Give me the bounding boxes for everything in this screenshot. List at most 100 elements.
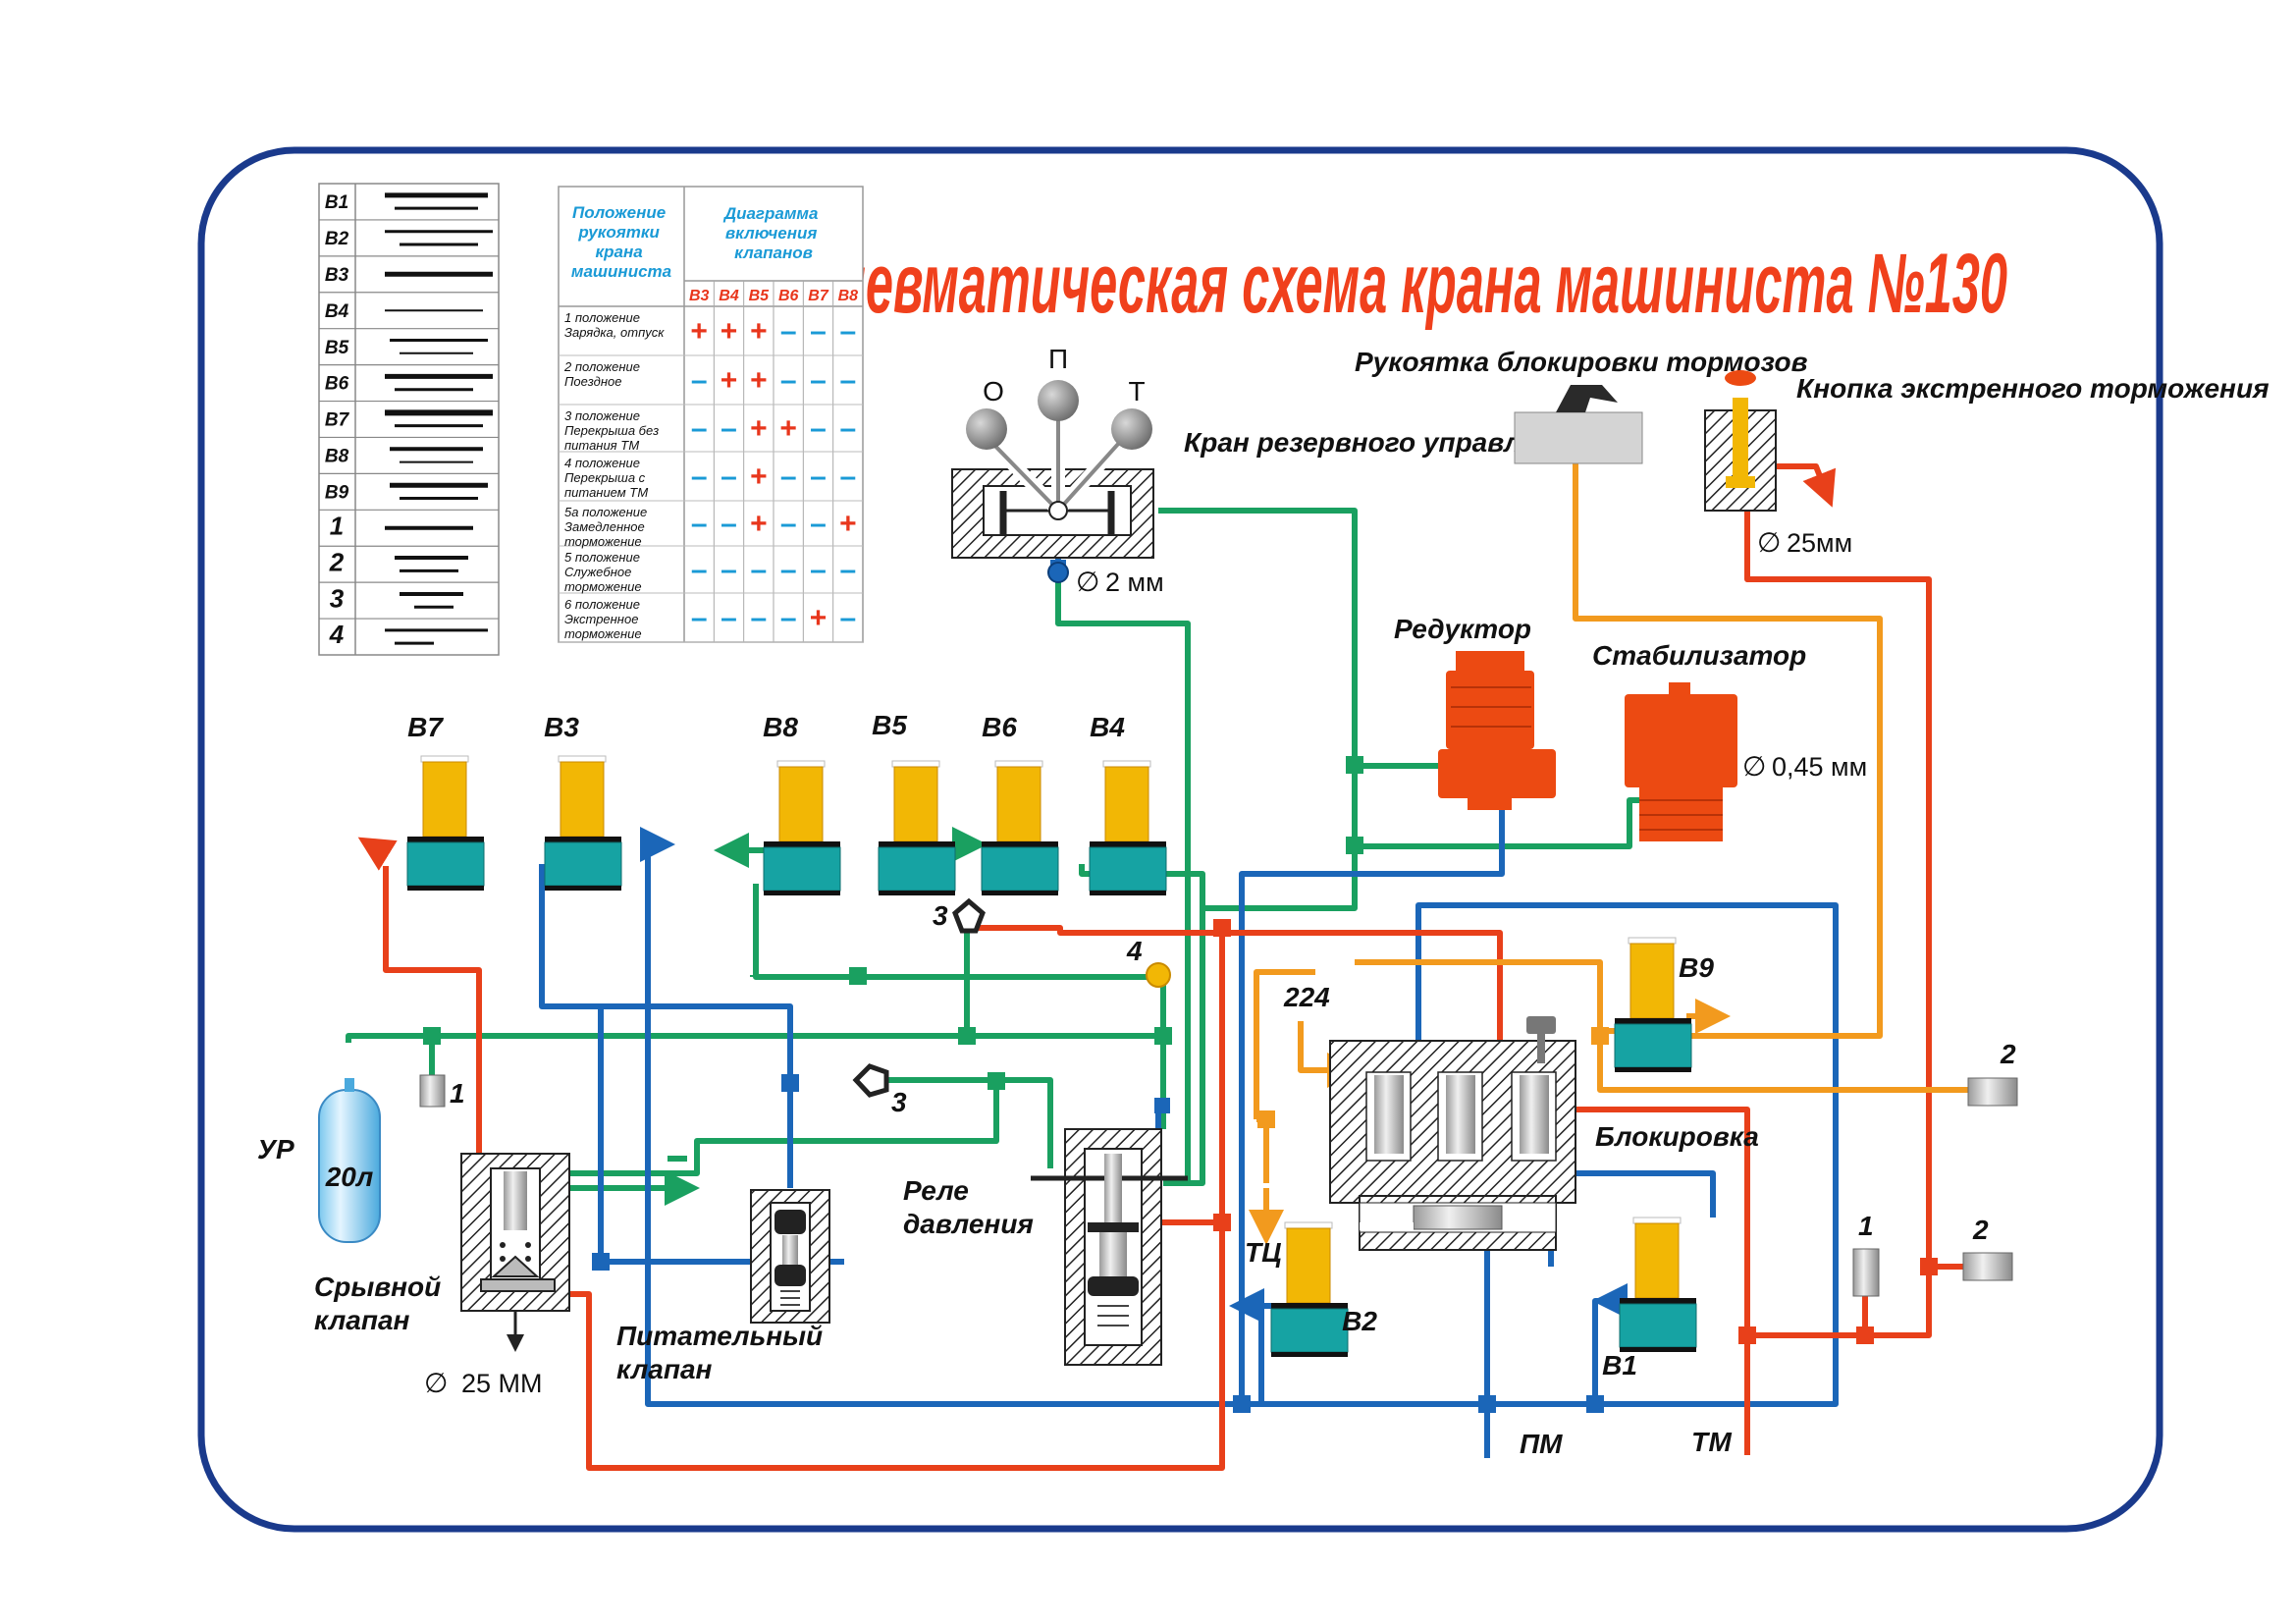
valve-label-v4: В4 bbox=[1090, 712, 1125, 742]
breakaway-orifice-label: 25 ММ bbox=[461, 1369, 543, 1398]
valve-state: – bbox=[721, 460, 737, 493]
stabilizer bbox=[1625, 682, 1737, 841]
valve-state: – bbox=[721, 554, 737, 586]
position-header: Положение рукоятки крана машиниста bbox=[571, 203, 671, 281]
bar-row-label: В2 bbox=[325, 229, 349, 249]
valve-state: – bbox=[780, 364, 797, 397]
valve-v5 bbox=[878, 760, 956, 895]
valve-label-v2: В2 bbox=[1342, 1306, 1377, 1336]
pressure-relay-label: Реле давления bbox=[903, 1175, 1034, 1239]
label-2-upper: 2 bbox=[2000, 1039, 2016, 1069]
valve-state: – bbox=[810, 554, 827, 586]
valve-state: – bbox=[810, 315, 827, 348]
bar-row-label: В6 bbox=[325, 374, 349, 395]
valve-state: – bbox=[721, 412, 737, 445]
chamber-1-right bbox=[1852, 1248, 1880, 1297]
valve-state: – bbox=[810, 412, 827, 445]
position-table-column-5: В7 bbox=[808, 288, 829, 304]
position-label-t: Т bbox=[1128, 376, 1145, 406]
valve-state: – bbox=[839, 315, 856, 348]
valve-v9 bbox=[1614, 937, 1692, 1072]
label-224: 224 bbox=[1283, 982, 1330, 1012]
valve-state: – bbox=[810, 364, 827, 397]
valve-label-v1: В1 bbox=[1602, 1350, 1637, 1380]
valve-state: – bbox=[691, 460, 708, 493]
bar-row-label: В8 bbox=[325, 447, 349, 467]
label-1-left: 1 bbox=[450, 1078, 465, 1109]
valve-state: – bbox=[691, 508, 708, 540]
pm-label: ПМ bbox=[1520, 1429, 1563, 1459]
bar-row-label: 1 bbox=[330, 511, 344, 540]
valve-state: – bbox=[839, 554, 856, 586]
valve-label-v9: В9 bbox=[1679, 952, 1714, 983]
position-table-column-1: В3 bbox=[689, 288, 710, 304]
breakaway-valve-label: Срывной клапан bbox=[314, 1272, 449, 1335]
bar-row-label: 2 bbox=[329, 547, 345, 576]
label-4: 4 bbox=[1126, 936, 1143, 966]
valve-state: – bbox=[839, 602, 856, 634]
valve-state: – bbox=[691, 364, 708, 397]
label-3-lower: 3 bbox=[891, 1087, 907, 1117]
valve-v3 bbox=[544, 755, 622, 891]
diagram-title: Пневматическая схема крана машиниста №13… bbox=[800, 237, 2007, 331]
chamber-1-left bbox=[419, 1074, 446, 1108]
valve-v6 bbox=[981, 760, 1059, 895]
valve-v8 bbox=[763, 760, 841, 895]
valve-state: – bbox=[839, 364, 856, 397]
valve-state: – bbox=[691, 602, 708, 634]
valve-label-v3: В3 bbox=[544, 712, 579, 742]
valve-state: + bbox=[750, 460, 768, 493]
valve-v1 bbox=[1619, 1217, 1697, 1352]
valve-state: – bbox=[780, 315, 797, 348]
position-table-column-6: В8 bbox=[838, 288, 859, 304]
breakaway-valve bbox=[460, 1153, 570, 1352]
emergency-button bbox=[1704, 370, 1777, 512]
tc-label: ТЦ bbox=[1245, 1237, 1282, 1268]
pipe-junctions bbox=[423, 560, 1938, 1413]
valve-state: + bbox=[690, 315, 708, 348]
valve-state: + bbox=[750, 315, 768, 348]
emergency-button-label: Кнопка экстренного торможения bbox=[1796, 373, 2269, 404]
valve-state: + bbox=[779, 412, 797, 445]
position-table-column-4: В6 bbox=[778, 288, 799, 304]
lock-handle bbox=[1514, 385, 1643, 464]
valve-v4 bbox=[1089, 760, 1167, 895]
valve-state: – bbox=[780, 460, 797, 493]
valve-state: + bbox=[721, 364, 738, 397]
reserve-orifice-label: 2 мм bbox=[1105, 568, 1164, 597]
valve-state: – bbox=[750, 554, 767, 586]
bar-row-label: В9 bbox=[325, 482, 349, 503]
pressure-relay bbox=[1031, 1128, 1188, 1366]
position-table-column-3: В5 bbox=[749, 288, 771, 304]
valve-state: – bbox=[780, 602, 797, 634]
valve-state: – bbox=[839, 412, 856, 445]
valve-state: + bbox=[810, 602, 828, 634]
pipes-green bbox=[346, 508, 1659, 1206]
valve-v7 bbox=[406, 755, 485, 891]
valve-label-v5: В5 bbox=[872, 710, 907, 740]
position-table: Положение рукоятки крана машиниста Диагр… bbox=[558, 186, 864, 643]
reserve-crane bbox=[951, 380, 1154, 583]
valve-state: + bbox=[839, 508, 857, 540]
reducer-label: Редуктор bbox=[1394, 614, 1531, 644]
check-valve-3-upper bbox=[952, 897, 986, 934]
valve-label-v7: В7 bbox=[407, 712, 444, 742]
label-1-right: 1 bbox=[1858, 1211, 1874, 1241]
feed-valve-label: Питательный клапан bbox=[616, 1321, 830, 1384]
valve-state: + bbox=[721, 315, 738, 348]
bar-row-label: В5 bbox=[325, 338, 349, 358]
valve-state: – bbox=[810, 508, 827, 540]
check-valve-3-lower bbox=[852, 1063, 889, 1098]
valve-state: + bbox=[750, 508, 768, 540]
stabilizer-orifice-label: 0,45 мм bbox=[1772, 752, 1867, 782]
valve-v2 bbox=[1270, 1221, 1349, 1357]
valve-state: – bbox=[780, 554, 797, 586]
diameter-symbol-emergency: ∅ bbox=[1757, 527, 1781, 558]
valve-label-v6: В6 bbox=[982, 712, 1017, 742]
position-label-p: П bbox=[1048, 344, 1068, 374]
